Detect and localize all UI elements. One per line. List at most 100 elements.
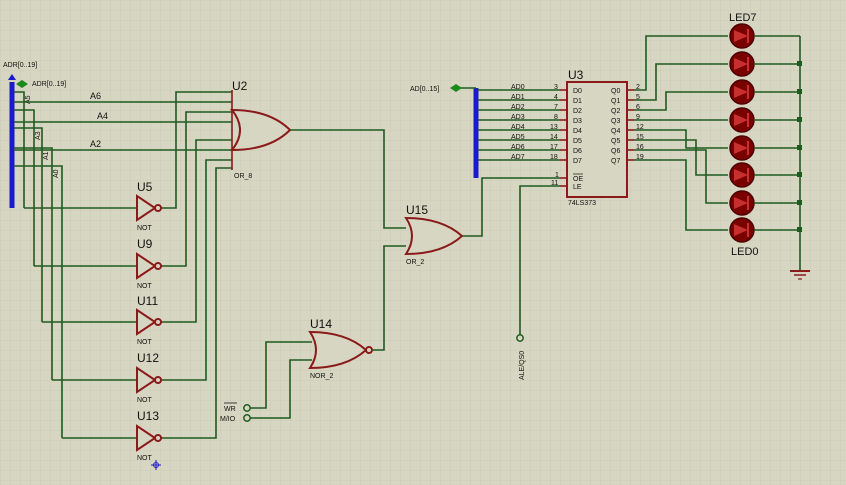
bus-label-top: ADR[0..19] [3, 62, 37, 69]
not-input-wires [24, 207, 137, 439]
nor-input-wires [250, 341, 312, 419]
q-output-wires [634, 35, 728, 231]
wr-terminal[interactable]: WR [224, 402, 251, 413]
not-gate-u9[interactable] [136, 252, 162, 280]
svg-text:17: 17 [550, 144, 558, 151]
u3-ref: U3 [568, 68, 584, 82]
cursor-marker-icon [151, 460, 161, 470]
svg-text:5: 5 [636, 94, 640, 101]
svg-text:Q6: Q6 [611, 148, 620, 155]
not-gate-u5[interactable] [136, 194, 162, 222]
svg-text:16: 16 [636, 144, 644, 151]
ale-label: ALE/QS0 [519, 351, 526, 380]
led-array [729, 23, 755, 243]
ale-wire [519, 185, 560, 335]
svg-text:A3: A3 [35, 131, 42, 140]
u13-type: NOT [137, 455, 153, 462]
svg-text:Q1: Q1 [611, 98, 620, 105]
u3-type: 74LS373 [568, 200, 596, 207]
not-gate-u11[interactable] [136, 308, 162, 336]
svg-text:3: 3 [554, 84, 558, 91]
u2-ref: U2 [232, 79, 248, 93]
u14-type: NOR_2 [310, 373, 333, 380]
not-gate-u13[interactable] [136, 424, 162, 452]
u15-ref: U15 [406, 203, 428, 217]
ale-terminal[interactable] [516, 334, 524, 342]
nor2-gate-u14[interactable] [308, 330, 373, 370]
wr-label: WR [224, 406, 236, 413]
svg-text:Q2: Q2 [611, 108, 620, 115]
u3-right-pins [627, 89, 634, 161]
svg-text:15: 15 [636, 134, 644, 141]
line-label-a2: A2 [90, 139, 101, 149]
led-ground-rail [754, 35, 802, 270]
led-3-icon[interactable] [729, 135, 755, 161]
bus-taps [14, 91, 63, 438]
svg-text:AD2: AD2 [511, 104, 525, 111]
u11-type: NOT [137, 339, 153, 346]
mio-label: M/IO [220, 416, 236, 423]
led-7-icon[interactable] [729, 23, 755, 49]
or8-gate-u2[interactable] [229, 90, 292, 170]
svg-text:19: 19 [636, 154, 644, 161]
led-6-icon[interactable] [729, 51, 755, 77]
svg-text:A0: A0 [53, 169, 60, 178]
led-2-icon[interactable] [729, 162, 755, 188]
mio-terminal[interactable]: M/IO [220, 414, 251, 423]
svg-text:4: 4 [554, 94, 558, 101]
svg-text:11: 11 [551, 180, 558, 187]
svg-text:AD4: AD4 [511, 124, 525, 131]
u2-type: OR_8 [234, 173, 252, 180]
svg-text:12: 12 [636, 124, 644, 131]
led-4-icon[interactable] [729, 107, 755, 133]
svg-text:7: 7 [554, 104, 558, 111]
u3-left-pins [560, 89, 567, 187]
not-gate-u12[interactable] [136, 366, 162, 394]
u5-ref: U5 [137, 180, 153, 194]
u15-to-oe-wire [462, 177, 560, 237]
u2-to-u15-wire [290, 129, 406, 229]
u14-ref: U14 [310, 317, 332, 331]
led-bottom-label: LED0 [731, 246, 759, 258]
svg-text:A5: A5 [25, 95, 32, 104]
svg-text:AD5: AD5 [511, 134, 525, 141]
svg-text:AD0: AD0 [511, 84, 525, 91]
line-label-a6: A6 [90, 91, 101, 101]
svg-text:D4: D4 [573, 128, 582, 135]
led-5-icon[interactable] [729, 79, 755, 105]
u3-right-pin-numbers: 2 5 6 9 12 15 16 19 [636, 84, 644, 161]
u15-type: OR_2 [406, 259, 424, 266]
u11-ref: U11 [137, 294, 158, 308]
u5-type: NOT [137, 225, 153, 232]
svg-text:Q5: Q5 [611, 138, 620, 145]
u3-left-pin-names: D0 D1 D2 D3 D4 D5 D6 D7 OE LE [573, 88, 583, 191]
led-1-icon[interactable] [729, 190, 755, 216]
svg-text:LE: LE [573, 184, 582, 191]
u12-type: NOT [137, 397, 153, 404]
svg-text:Q3: Q3 [611, 118, 620, 125]
svg-text:D2: D2 [573, 108, 582, 115]
svg-text:D0: D0 [573, 88, 582, 95]
u9-type: NOT [137, 283, 153, 290]
left-address-bus[interactable] [8, 74, 16, 208]
u14-to-u15-wire [372, 245, 406, 351]
svg-text:6: 6 [636, 104, 640, 111]
bus-arrow-label: ADR[0..19] [16, 80, 66, 88]
svg-text:ADR[0..19]: ADR[0..19] [32, 81, 66, 88]
line-label-a4: A4 [97, 111, 108, 121]
ground-icon [790, 270, 810, 280]
svg-text:18: 18 [550, 154, 558, 161]
svg-text:13: 13 [550, 124, 558, 131]
led-0-icon[interactable] [729, 217, 755, 243]
u3-right-pin-names: Q0 Q1 Q2 Q3 Q4 Q5 Q6 Q7 [611, 88, 620, 165]
svg-text:2: 2 [636, 84, 640, 91]
led-top-label: LED7 [729, 12, 757, 24]
u13-ref: U13 [137, 409, 159, 423]
svg-text:AD6: AD6 [511, 144, 525, 151]
not-output-wires [160, 91, 232, 439]
or2-gate-u15[interactable] [404, 216, 464, 256]
svg-text:8: 8 [554, 114, 558, 121]
svg-text:AD1: AD1 [511, 94, 525, 101]
svg-text:1: 1 [555, 172, 559, 179]
